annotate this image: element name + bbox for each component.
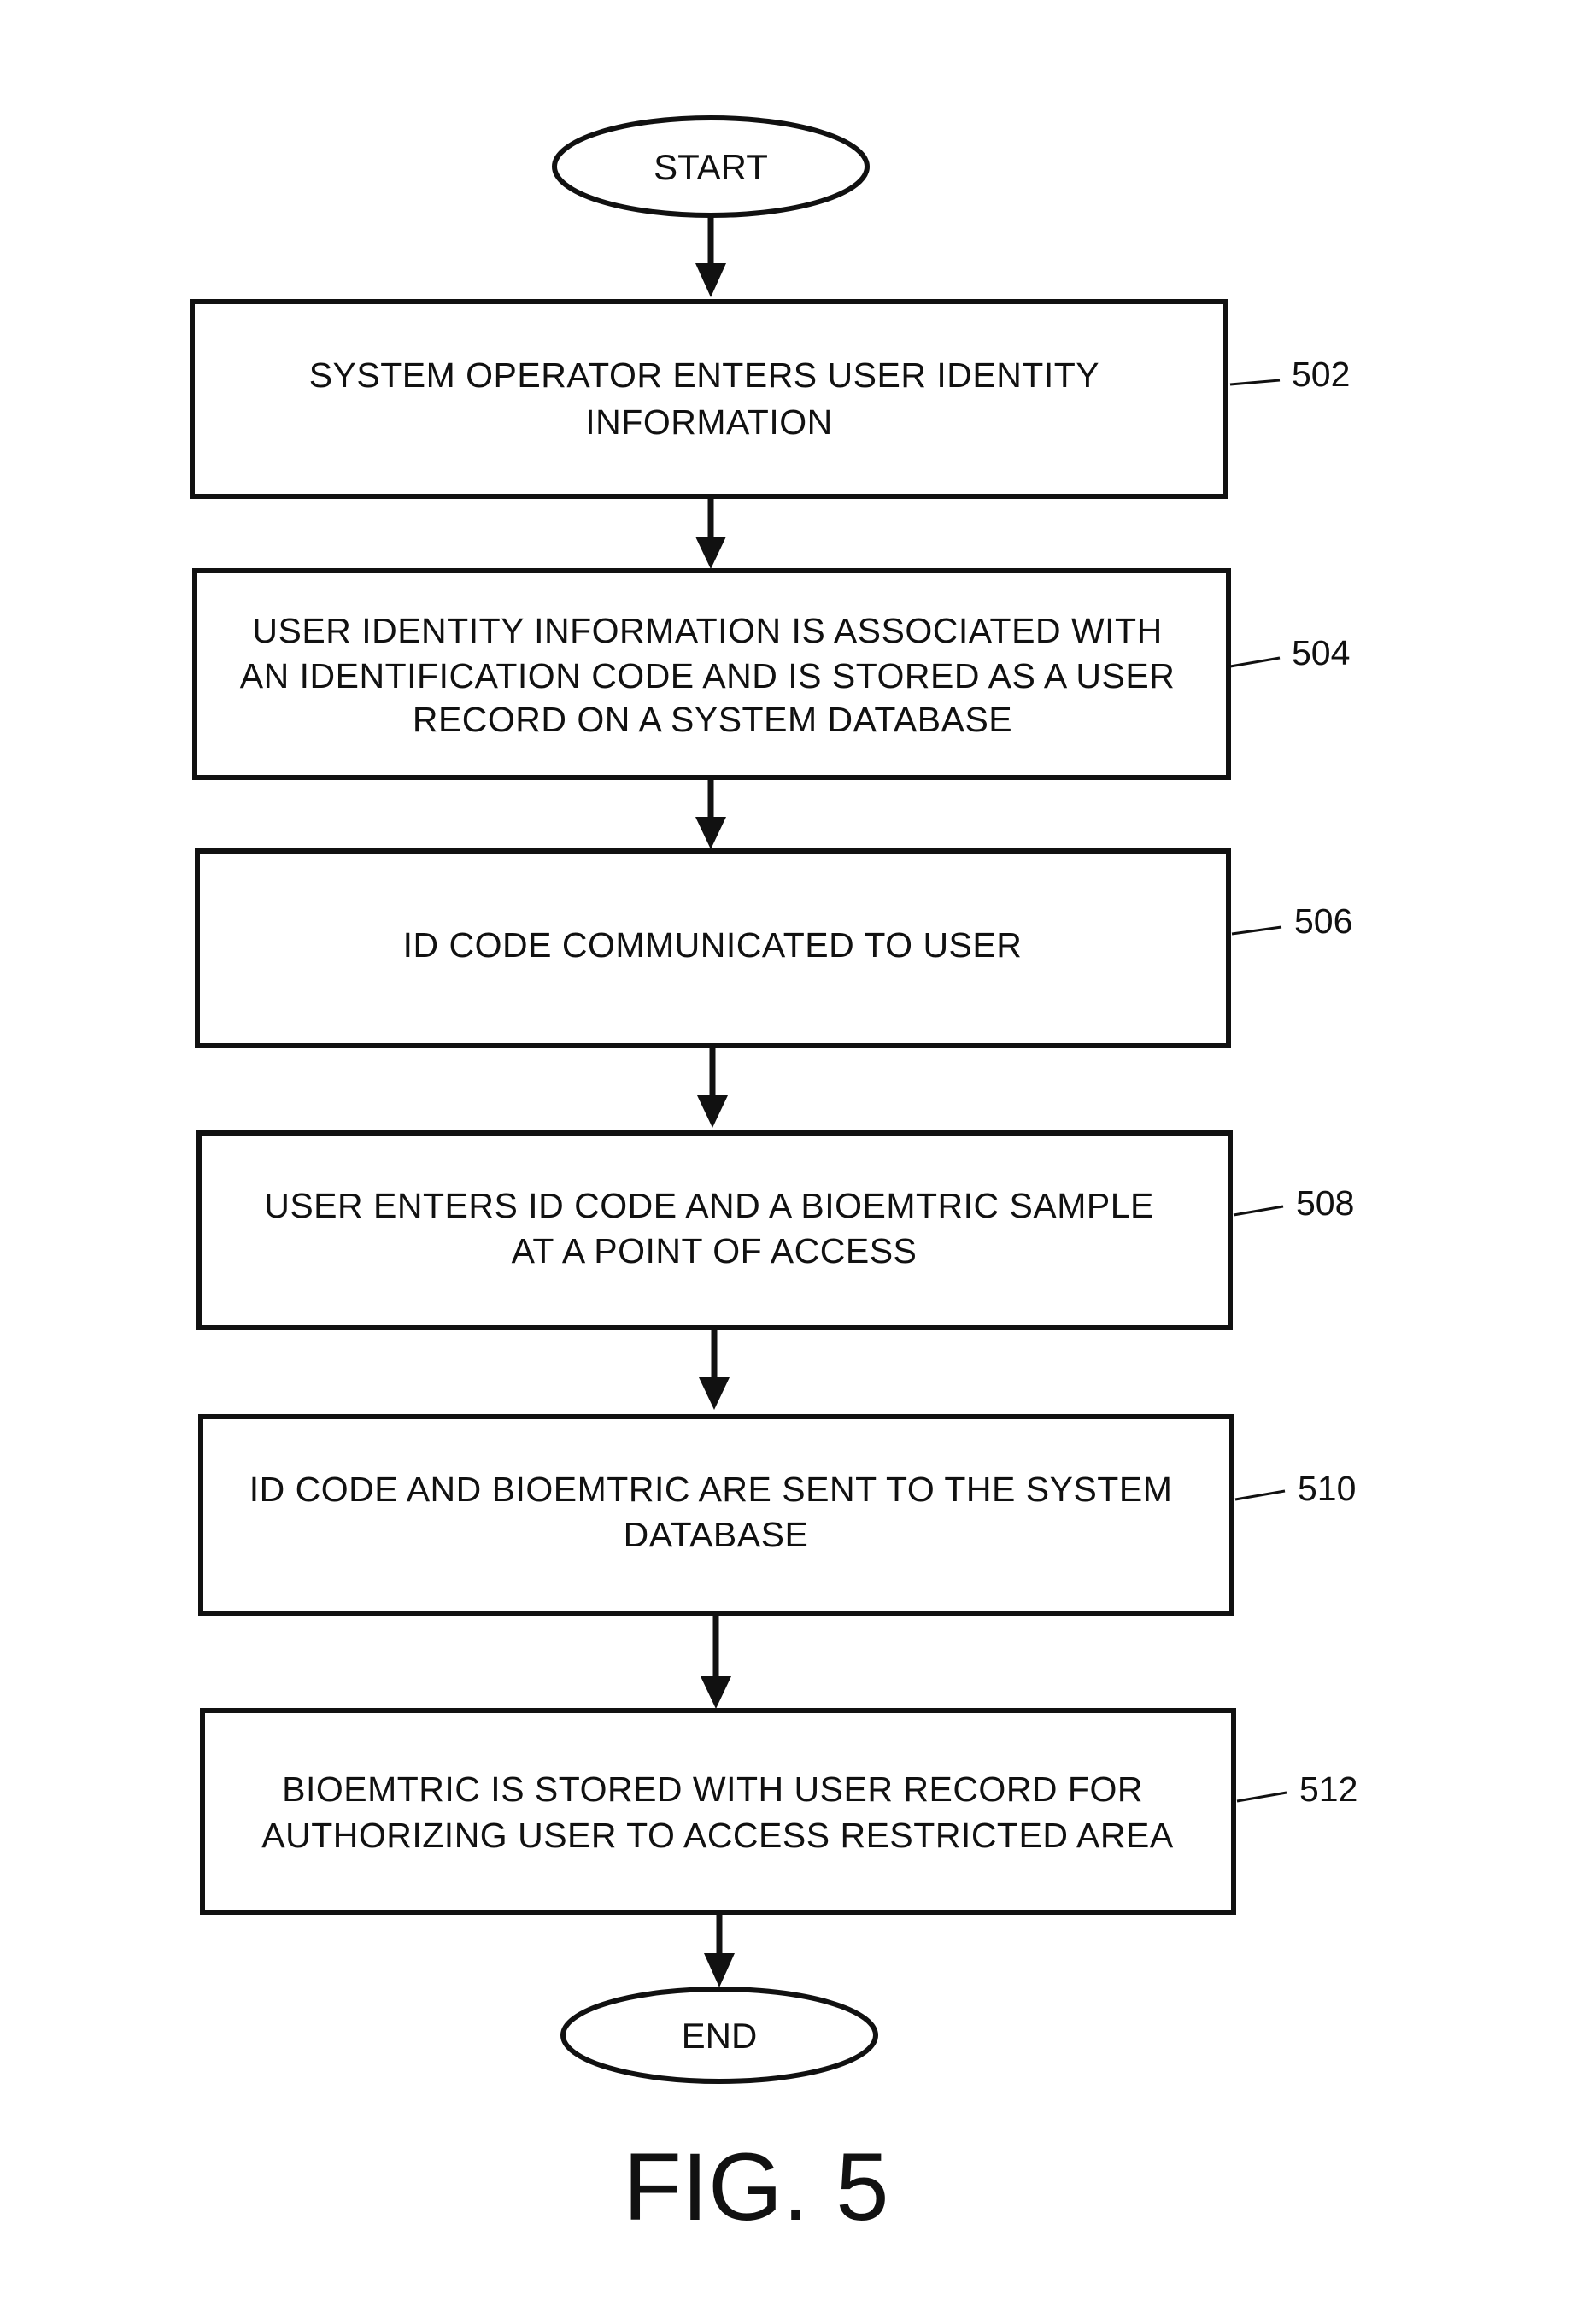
ref-502: 502: [1292, 355, 1350, 394]
start-terminal: START: [554, 118, 867, 215]
step-508-line-2: AT A POINT OF ACCESS: [512, 1231, 918, 1271]
start-label: START: [654, 147, 768, 187]
step-512-line-1: BIOEMTRIC IS STORED WITH USER RECORD FOR: [282, 1769, 1143, 1809]
step-502-line-1: SYSTEM OPERATOR ENTERS USER IDENTITY: [309, 355, 1099, 395]
ref-508-leader: [1234, 1206, 1283, 1215]
step-504-line-1: USER IDENTITY INFORMATION IS ASSOCIATED …: [252, 611, 1162, 650]
ref-504: 504: [1292, 633, 1350, 672]
step-510-line-2: DATABASE: [624, 1515, 809, 1554]
step-510: ID CODE AND BIOEMTRIC ARE SENT TO THE SY…: [201, 1417, 1356, 1613]
step-504-line-2: AN IDENTIFICATION CODE AND IS STORED AS …: [240, 656, 1176, 695]
arrow-508-to-510: [699, 1328, 730, 1410]
ref-502-leader: [1230, 380, 1280, 384]
end-label: END: [682, 2016, 758, 2056]
step-504-line-3: RECORD ON A SYSTEM DATABASE: [413, 700, 1012, 739]
step-502-line-2: INFORMATION: [585, 402, 832, 442]
ref-504-leader: [1230, 658, 1280, 666]
step-506: ID CODE COMMUNICATED TO USER 506: [197, 851, 1352, 1046]
ref-506-leader: [1232, 927, 1281, 934]
arrow-512-to-end: [704, 1912, 735, 1987]
step-508-line-1: USER ENTERS ID CODE AND A BIOEMTRIC SAMP…: [264, 1186, 1154, 1225]
step-508: USER ENTERS ID CODE AND A BIOEMTRIC SAMP…: [199, 1133, 1354, 1328]
figure-label: FIG. 5: [623, 2133, 888, 2240]
step-512-line-2: AUTHORIZING USER TO ACCESS RESTRICTED AR…: [261, 1816, 1174, 1855]
end-terminal: END: [563, 1989, 876, 2081]
arrow-start-to-502: [695, 215, 726, 297]
ref-510-leader: [1235, 1491, 1285, 1499]
step-510-line-1: ID CODE AND BIOEMTRIC ARE SENT TO THE SY…: [249, 1470, 1173, 1509]
step-506-text: ID CODE COMMUNICATED TO USER: [403, 925, 1023, 965]
arrow-502-to-504: [695, 496, 726, 569]
arrow-510-to-512: [701, 1613, 731, 1709]
ref-506: 506: [1294, 901, 1352, 941]
step-504: USER IDENTITY INFORMATION IS ASSOCIATED …: [195, 571, 1350, 778]
arrow-506-to-508: [697, 1046, 728, 1128]
ref-512-leader: [1237, 1793, 1287, 1801]
step-506-line-1: ID CODE COMMUNICATED TO USER: [403, 925, 1023, 965]
ref-508: 508: [1296, 1183, 1354, 1223]
step-502: SYSTEM OPERATOR ENTERS USER IDENTITY INF…: [192, 302, 1350, 496]
step-512: BIOEMTRIC IS STORED WITH USER RECORD FOR…: [202, 1711, 1357, 1912]
ref-512: 512: [1299, 1769, 1357, 1809]
arrow-504-to-506: [695, 778, 726, 849]
ref-510: 510: [1298, 1469, 1356, 1508]
